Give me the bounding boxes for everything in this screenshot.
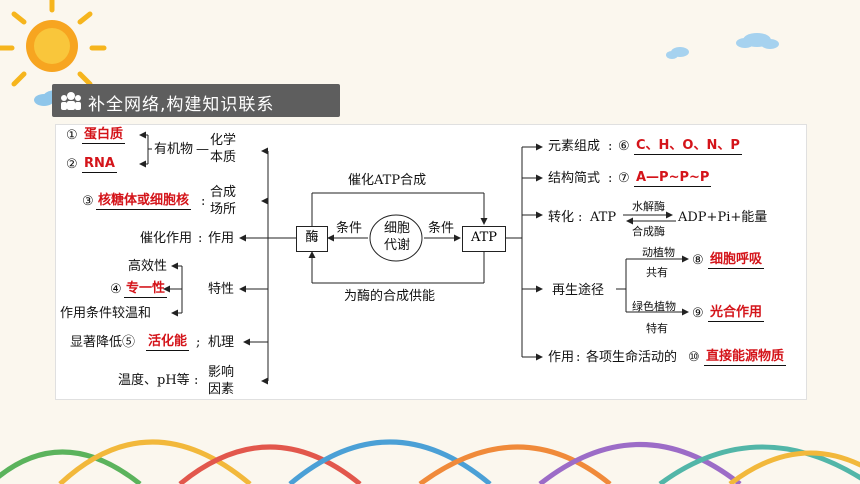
blank1-number: ①	[66, 128, 78, 143]
colon-text-4: :	[194, 373, 199, 388]
condition-left: 条件	[336, 221, 363, 236]
catalysis-label: 催化作用	[140, 231, 193, 246]
answer-blank-2: RNA	[82, 156, 117, 173]
rainbow-arcs	[0, 439, 860, 484]
blank8-number: ⑧	[692, 253, 704, 268]
mechanism-label: 机理	[208, 335, 235, 350]
synthase-label: 合成酶	[632, 225, 665, 238]
sun-icon	[0, 0, 107, 87]
green-plant-label: 绿色植物	[632, 300, 676, 313]
people-icon	[61, 92, 81, 110]
efficiency-label: 高效性	[128, 259, 168, 274]
catalyze-atp-label: 催化ATP合成	[348, 173, 427, 188]
reduce-label: 显著降低⑤	[70, 335, 136, 350]
factor-1: 影响	[208, 365, 235, 380]
colon-text-2: :	[198, 231, 203, 246]
section-title: 补全网络,构建知识联系	[88, 95, 275, 115]
metabolism-circle	[369, 214, 423, 262]
blank9-number: ⑨	[692, 306, 704, 321]
metabolism-1: 细胞	[384, 221, 411, 236]
synthesis-site-2: 场所	[210, 202, 237, 217]
temp-ph-label: 温度、pH等	[118, 373, 190, 388]
answer-blank-6: C、H、O、N、P	[634, 138, 742, 155]
condition-right: 条件	[428, 221, 455, 236]
blank4-number: ④	[110, 282, 122, 297]
colon-text-5: :	[608, 139, 613, 154]
synthesis-site-1: 合成	[210, 185, 237, 200]
blank3-number: ③	[82, 194, 94, 209]
role-text: 各项生命活动的	[586, 350, 678, 365]
blank10-number: ⑩	[688, 350, 700, 365]
structure-label: 结构简式	[548, 171, 601, 186]
unique-label: 特有	[646, 322, 668, 335]
enzyme-box: 酶	[296, 226, 328, 252]
metabolism-2: 代谢	[384, 238, 411, 253]
animal-plant-label: 动植物	[642, 246, 675, 259]
answer-blank-1: 蛋白质	[82, 127, 126, 144]
conversion-products: ADP+Pi+能量	[678, 210, 768, 225]
power-enzyme-label: 为酶的合成供能	[344, 289, 436, 304]
answer-blank-10: 直接能源物质	[704, 349, 787, 366]
colon-text-3: ;	[196, 335, 201, 350]
factor-2: 因素	[208, 382, 235, 397]
element-label: 元素组成	[548, 139, 601, 154]
colon-text: :	[201, 194, 206, 209]
colon-text-7: :	[578, 210, 583, 225]
answer-blank-5: 活化能	[146, 334, 190, 351]
role-label: 作用	[548, 350, 575, 365]
answer-blank-4: 专一性	[124, 281, 168, 298]
chem-nature-1: 化学	[210, 133, 237, 148]
hydrolase-label: 水解酶	[632, 200, 665, 213]
connector-lines	[139, 131, 689, 385]
regeneration-label: 再生途径	[552, 283, 605, 298]
cloud-icon-right	[666, 33, 779, 59]
property-label: 特性	[208, 282, 235, 297]
conversion-label: 转化	[548, 210, 575, 225]
function-label: 作用	[208, 231, 235, 246]
chem-nature-2: 本质	[210, 150, 237, 165]
colon-text-8: :	[576, 350, 581, 365]
blank7-number: ⑦	[618, 171, 630, 186]
answer-blank-3: 核糖体或细胞核	[96, 193, 192, 210]
dash-text: —	[196, 142, 209, 157]
conversion-atp: ATP	[590, 210, 617, 225]
common-label: 共有	[646, 266, 668, 279]
mild-conditions: 作用条件较温和	[60, 306, 152, 321]
blank6-number: ⑥	[618, 139, 630, 154]
answer-blank-8: 细胞呼吸	[708, 252, 765, 269]
section-header: 补全网络,构建知识联系	[52, 84, 340, 117]
atp-box: ATP	[462, 226, 506, 252]
answer-blank-7: A—P~P~P	[634, 170, 712, 187]
organic-label: 有机物	[154, 142, 194, 157]
answer-blank-9: 光合作用	[708, 305, 765, 322]
concept-map: ① 蛋白质 ② RNA 有机物 — 化学 本质 ③ 核糖体或细胞核 : 合成 场…	[55, 124, 807, 400]
colon-text-6: :	[608, 171, 613, 186]
blank2-number: ②	[66, 157, 78, 172]
